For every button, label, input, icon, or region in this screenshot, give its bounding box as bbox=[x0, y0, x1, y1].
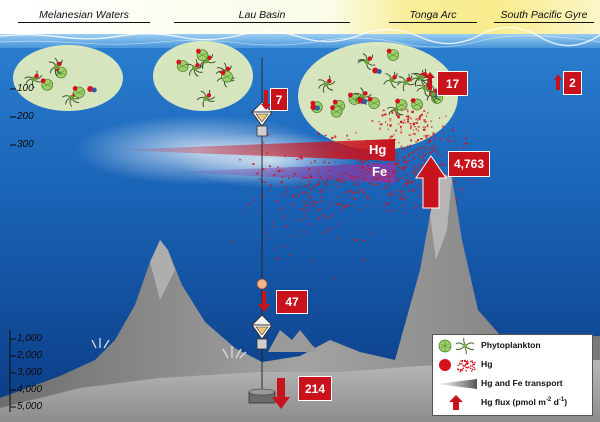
region-tonga-arc: Tonga Arc bbox=[389, 9, 477, 23]
hg-transport-label: Hg bbox=[369, 142, 387, 157]
depth-label: 1,000 bbox=[17, 333, 43, 344]
flux-lau-deep: 214 bbox=[298, 376, 332, 401]
phytoplankton-icon bbox=[438, 337, 475, 355]
depth-label: 200 bbox=[17, 111, 34, 122]
legend-label: Hg flux (pmol m-2 d-1) bbox=[481, 397, 568, 407]
depth-label: 5,000 bbox=[17, 401, 43, 412]
tonga-surface-flux-arrow bbox=[425, 72, 435, 90]
legend: Phytoplankton Hg Hg and Fe transport Hg … bbox=[432, 334, 593, 416]
fe-transport-label: Fe bbox=[372, 164, 388, 179]
depth-label: 3,000 bbox=[17, 367, 43, 378]
hydrothermal-flux-arrow bbox=[415, 155, 447, 209]
hg-icon bbox=[439, 359, 476, 373]
flux-arrow-icon bbox=[449, 395, 463, 410]
region-south-pacific-gyre: South Pacific Gyre bbox=[494, 9, 594, 23]
bloom-melanesian bbox=[13, 45, 123, 111]
legend-label: Phytoplankton bbox=[481, 340, 541, 350]
bloom-lau bbox=[153, 41, 253, 111]
flux-gyre-surface: 2 bbox=[563, 71, 582, 95]
gyre-surface-flux-arrow bbox=[554, 74, 562, 90]
legend-transport: Hg and Fe transport bbox=[433, 375, 592, 393]
legend-label: Hg and Fe transport bbox=[481, 378, 563, 388]
lau-mid-flux-arrow bbox=[258, 291, 270, 312]
depth-axis bbox=[9, 88, 16, 412]
coral-decor bbox=[91, 338, 247, 359]
depth-label: 100 bbox=[17, 83, 34, 94]
lau-deep-flux-arrow bbox=[272, 378, 290, 409]
legend-hg: Hg bbox=[433, 356, 592, 374]
lau-surface-flux-arrow bbox=[261, 90, 271, 110]
region-melanesian-waters: Melanesian Waters bbox=[18, 9, 150, 23]
transport-wedge-icon bbox=[437, 379, 477, 389]
legend-flux: Hg flux (pmol m-2 d-1) bbox=[433, 394, 592, 412]
legend-phytoplankton: Phytoplankton bbox=[433, 337, 592, 355]
surface-layer bbox=[0, 34, 600, 48]
sediment-trap-deep bbox=[250, 314, 274, 350]
hg-transport-wedge bbox=[115, 139, 395, 161]
flux-lau-mid: 47 bbox=[276, 290, 308, 314]
fe-transport-wedge bbox=[170, 163, 395, 183]
depth-label: 4,000 bbox=[17, 384, 43, 395]
depth-label: 300 bbox=[17, 139, 34, 150]
region-lau-basin: Lau Basin bbox=[174, 9, 350, 23]
legend-label: Hg bbox=[481, 359, 493, 369]
mooring-float bbox=[256, 278, 268, 290]
depth-label: 2,000 bbox=[17, 350, 43, 361]
flux-hydrothermal: 4,763 bbox=[448, 151, 490, 177]
hg-particles bbox=[230, 106, 475, 292]
mooring-anchor bbox=[248, 388, 276, 404]
flux-lau-surface: 7 bbox=[270, 88, 288, 111]
flux-tonga-surface: 17 bbox=[437, 71, 468, 96]
